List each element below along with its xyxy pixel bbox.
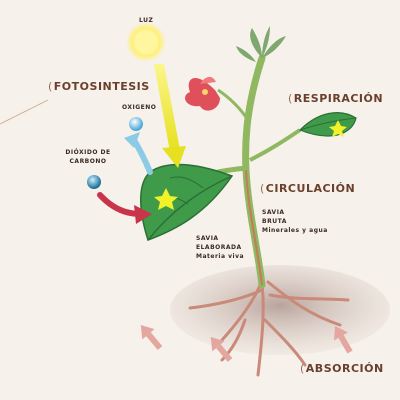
- savia-bruta-line1: SAVIA: [262, 209, 285, 216]
- label-oxigeno: OXIGENO: [122, 104, 157, 111]
- label-savia-elaborada: SAVIA ELABORADA Materia viva: [196, 234, 244, 261]
- label-fotosintesis-text: FOTOSINTESIS: [53, 80, 150, 93]
- bracket-icon: (: [48, 80, 53, 93]
- stem: [242, 54, 266, 289]
- label-fotosintesis: (FOTOSINTESIS: [48, 80, 150, 93]
- label-savia-bruta: SAVIA BRUTA Minerales y agua: [262, 208, 328, 235]
- co2-arrow: [97, 192, 152, 224]
- label-respiracion: (RESPIRACIÓN: [288, 92, 383, 105]
- bracket-icon: (: [300, 362, 305, 375]
- bracket-icon: (: [288, 92, 293, 105]
- label-absorcion: (ABSORCIÓN: [300, 362, 384, 375]
- label-luz: LUZ: [139, 17, 154, 24]
- label-absorcion-text: ABSORCIÓN: [305, 362, 384, 375]
- oxygen-arrow: [124, 132, 153, 175]
- flower: [185, 76, 220, 111]
- star-main: [154, 188, 178, 210]
- star-small: [329, 120, 347, 137]
- label-circulacion: (CIRCULACIÓN: [260, 182, 355, 195]
- savia-elaborada-line1: SAVIA: [196, 235, 219, 242]
- co2-drop: [87, 175, 101, 189]
- light-arrow: [154, 64, 186, 168]
- label-respiracion-text: RESPIRACIÓN: [293, 92, 384, 105]
- oxygen-drop: [129, 117, 143, 131]
- savia-bruta-line3: Minerales y agua: [262, 227, 328, 234]
- label-dioxido: DIÓXIDO DE CARBONO: [65, 149, 111, 165]
- label-circulacion-text: CIRCULACIÓN: [265, 182, 356, 195]
- savia-elaborada-line3: Materia viva: [196, 253, 245, 260]
- absorption-arrows: [140, 325, 353, 362]
- top-leaves: [236, 26, 286, 62]
- soil-mound: [170, 265, 390, 355]
- bracket-icon: (: [260, 182, 265, 195]
- savia-elaborada-line2: ELABORADA: [196, 244, 242, 251]
- roots: [188, 278, 350, 377]
- leaf-small: [298, 112, 357, 137]
- savia-bruta-line2: BRUTA: [262, 218, 287, 225]
